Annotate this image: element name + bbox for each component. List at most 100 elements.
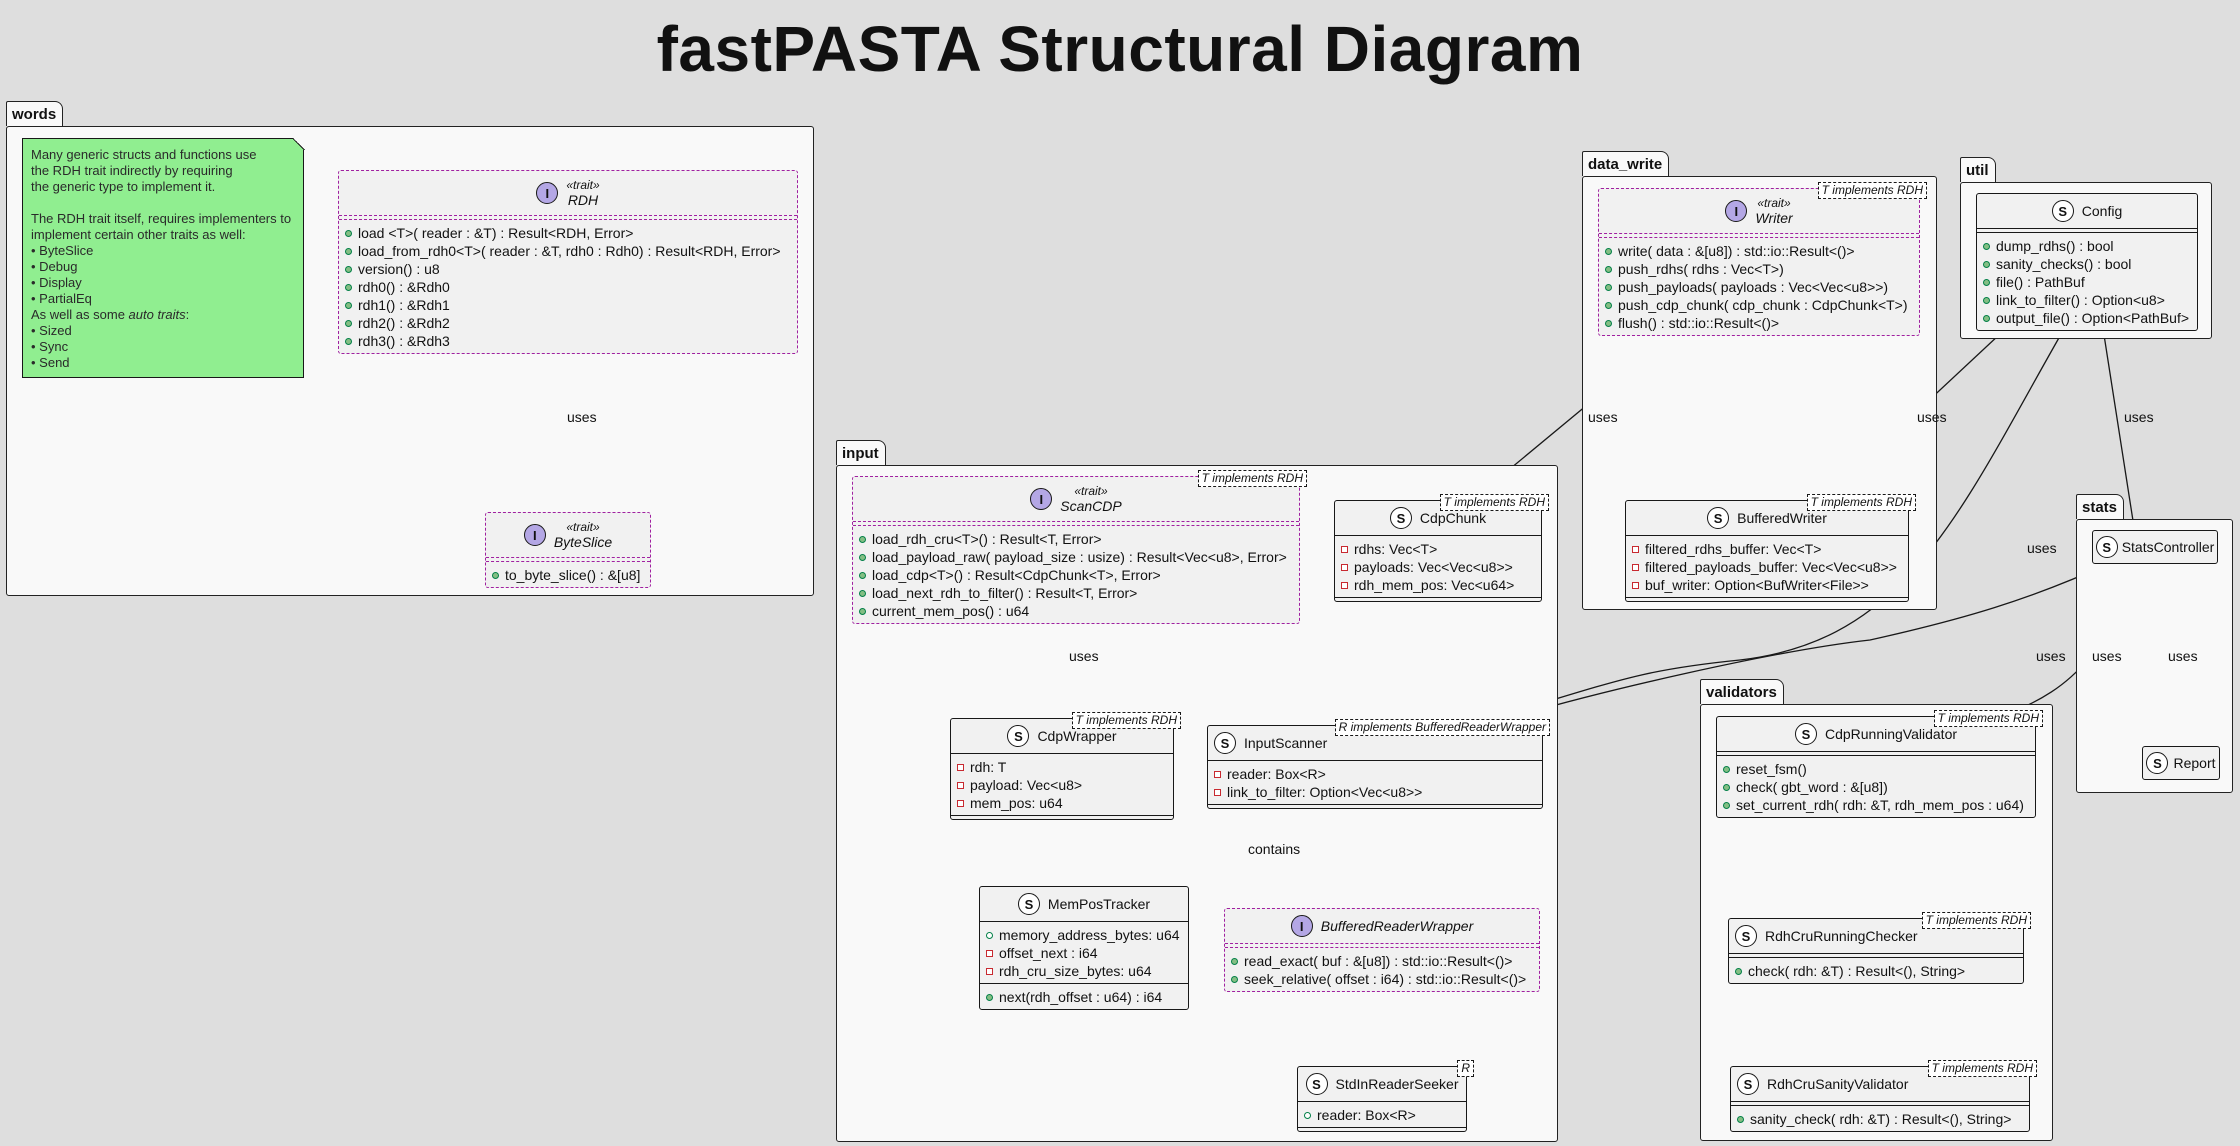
private-icon [1341,563,1348,571]
private-icon [957,799,964,807]
public-icon [859,535,866,543]
public-icon [345,319,352,327]
class-scancdp[interactable]: T implements RDH I «trait»ScanCDP load_r… [852,470,1307,624]
note-line: • PartialEq [31,291,92,306]
public-icon [986,931,993,939]
note-auto-suffix: : [185,307,190,322]
class-mempostracker[interactable]: S MemPosTracker memory_address_bytes: u6… [979,886,1189,1010]
edge-label-uses: uses [2027,540,2057,556]
field: mem_pos: u64 [957,794,1167,812]
field: filtered_payloads_buffer: Vec<Vec<u8>> [1632,558,1902,576]
method: seek_relative( offset : i64) : std::io::… [1231,970,1533,988]
class-name: RdhCruRunningChecker [1765,928,1918,944]
method: to_byte_slice() : &[u8] [492,566,644,584]
method: check( rdh: &T) : Result<(), String> [1735,962,2017,980]
public-icon [345,301,352,309]
private-icon [1341,581,1348,589]
note-fold-icon [292,137,305,150]
public-icon [1735,967,1742,975]
method: rdh1() : &Rdh1 [345,296,791,314]
class-name: CdpChunk [1419,510,1487,526]
method: output_file() : Option<PathBuf> [1983,309,2191,327]
struct-icon: S [1214,732,1236,754]
edge-inputscanner-config [1479,321,2069,723]
field: reader: Box<R> [1214,765,1536,783]
public-icon [1737,1115,1744,1123]
struct-icon: S [2146,752,2169,774]
method: push_rdhs( rdhs : Vec<T>) [1605,260,1913,278]
private-icon [1632,581,1639,589]
class-bufferedreaderwrapper[interactable]: I BufferedReaderWrapper read_exact( buf … [1224,908,1540,992]
class-rdh[interactable]: I «trait»RDH load <T>( reader : &T) : Re… [338,170,798,354]
public-icon [345,247,352,255]
interface-icon: I [536,182,559,204]
struct-icon: S [1389,507,1412,529]
package-tab-data-write: data_write [1582,151,1670,176]
public-icon [1983,260,1990,268]
class-name: CdpWrapper [1037,728,1117,744]
method: load_from_rdh0<T>( reader : &T, rdh0 : R… [345,242,791,260]
class-config[interactable]: S Config dump_rdhs() : bool sanity_check… [1976,193,2198,331]
public-icon [1983,242,1990,250]
class-name: StdInReaderSeeker [1335,1076,1459,1092]
public-icon [1723,765,1730,773]
method: reset_fsm() [1723,760,2029,778]
private-icon [957,781,964,789]
private-icon [957,763,964,771]
method: load_cdp<T>() : Result<CdpChunk<T>, Erro… [859,566,1293,584]
method: load_payload_raw( payload_size : usize) … [859,548,1293,566]
struct-icon: S [2051,200,2074,222]
note-line: The RDH trait itself, requires implement… [31,211,292,226]
public-icon [859,589,866,597]
field: rdh_mem_pos: Vec<u64> [1341,576,1535,594]
class-statscontroller[interactable]: S StatsController [2092,530,2218,564]
stereotype: «trait» [566,520,600,534]
class-stdinreaderseeker[interactable]: R S StdInReaderSeeker reader: Box<R> [1297,1060,1474,1132]
type-parameter: T implements RDH [1197,470,1307,487]
class-name: RdhCruSanityValidator [1767,1076,1909,1092]
public-icon [345,229,352,237]
method: next(rdh_offset : u64) : i64 [986,988,1182,1006]
method: rdh0() : &Rdh0 [345,278,791,296]
class-name: MemPosTracker [1047,896,1151,912]
class-cdprunningvalidator[interactable]: T implements RDH S CdpRunningValidator r… [1716,710,2043,818]
class-rdhcrusanityvalidator[interactable]: T implements RDH S RdhCruSanityValidator… [1730,1060,2037,1132]
diagram-title: fastPASTA Structural Diagram [656,13,1584,85]
type-parameter: T implements RDH [1927,1060,2037,1077]
private-icon [1341,545,1348,553]
field: memory_address_bytes: u64 [986,926,1182,944]
private-icon [1632,563,1639,571]
class-name: RDH [567,192,599,208]
field: reader: Box<R> [1304,1106,1460,1124]
class-bufferedwriter[interactable]: T implements RDH S BufferedWriter filter… [1625,494,1916,602]
public-icon [1605,301,1612,309]
field: offset_next : i64 [986,944,1182,962]
public-icon [1605,283,1612,291]
field: rdh: T [957,758,1167,776]
class-report[interactable]: S Report [2142,746,2220,780]
edge-inputscanner-stats [1489,561,2113,725]
type-parameter: T implements RDH [1071,712,1181,729]
method: sanity_check( rdh: &T) : Result<(), Stri… [1737,1110,2023,1128]
class-cdpchunk[interactable]: T implements RDH S CdpChunk rdhs: Vec<T>… [1334,494,1549,602]
class-name: CdpRunningValidator [1824,726,1958,742]
public-icon [1983,296,1990,304]
class-inputscanner[interactable]: R implements BufferedReaderWrapper S Inp… [1207,719,1550,809]
edge-label-uses: uses [2168,648,2198,664]
method: check( gbt_word : &[u8]) [1723,778,2029,796]
method: current_mem_pos() : u64 [859,602,1293,620]
class-writer[interactable]: T implements RDH I «trait»Writer write( … [1598,182,1927,336]
class-name: Report [2173,755,2216,771]
class-cdpwrapper[interactable]: T implements RDH S CdpWrapper rdh: T pay… [950,712,1181,820]
field: link_to_filter: Option<Vec<u8>> [1214,783,1536,801]
class-byteslice[interactable]: I «trait»ByteSlice to_byte_slice() : &[u… [485,512,651,588]
note-line: • Send [31,355,70,370]
public-icon [1983,278,1990,286]
class-rdhcrurunningchecker[interactable]: T implements RDH S RdhCruRunningChecker … [1728,912,2031,984]
class-name: ByteSlice [553,534,613,550]
note-auto-prefix: As well as some [31,307,129,322]
method: rdh2() : &Rdh2 [345,314,791,332]
private-icon [986,967,993,975]
edge-label-uses: uses [1917,409,1947,425]
public-icon [345,337,352,345]
